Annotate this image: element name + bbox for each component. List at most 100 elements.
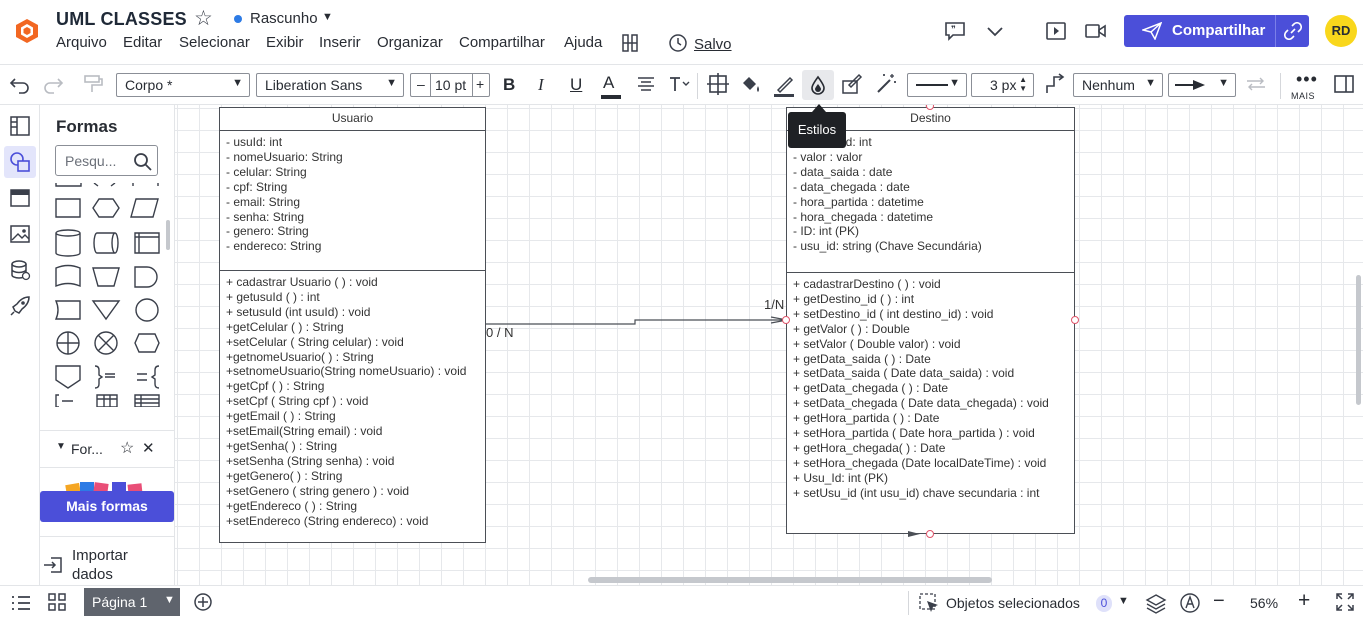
shape-library-grid[interactable]	[53, 183, 165, 407]
line-end-select[interactable]: ▼	[1168, 73, 1236, 97]
menu-compartilhar[interactable]: Compartilhar	[459, 34, 545, 51]
share-link-button[interactable]	[1275, 15, 1309, 47]
shapes-panel-button[interactable]	[4, 146, 36, 178]
fullscreen-icon[interactable]	[1335, 592, 1355, 612]
line-color-icon[interactable]	[771, 71, 797, 97]
favorite-star-icon[interactable]: ☆	[120, 440, 135, 457]
more-label[interactable]: MAIS	[1291, 91, 1316, 101]
app-logo-icon[interactable]	[14, 18, 40, 44]
line-width-select[interactable]: 3 px ▲▼	[971, 73, 1034, 97]
templates-icon[interactable]	[9, 187, 31, 209]
method-line: +getCpf ( ) : String	[226, 379, 325, 394]
image-icon[interactable]	[9, 223, 31, 245]
shape-effects-icon[interactable]	[839, 71, 865, 97]
add-page-icon[interactable]	[193, 592, 213, 612]
attribute-line: - usu_id: string (Chave Secundária)	[793, 239, 982, 254]
user-avatar[interactable]: RD	[1325, 15, 1357, 47]
attribute-line: - usuId: int	[226, 135, 283, 149]
line-style-select[interactable]: ▼	[907, 73, 967, 97]
zoom-out-button[interactable]: −	[1213, 590, 1225, 612]
pages-panel-icon[interactable]	[9, 115, 31, 137]
underline-button[interactable]: U	[570, 75, 583, 94]
more-shapes-button[interactable]: Mais formas	[40, 491, 174, 522]
fill-color-icon[interactable]	[737, 71, 763, 97]
status-label[interactable]: Rascunho	[250, 10, 318, 27]
text-options-icon[interactable]	[666, 71, 692, 97]
layers-icon[interactable]	[1145, 592, 1167, 614]
connector-style-icon[interactable]	[1042, 71, 1068, 97]
vertical-scrollbar[interactable]	[1356, 275, 1361, 405]
document-title[interactable]: UML CLASSES	[56, 9, 187, 29]
data-icon[interactable]	[9, 259, 31, 281]
import-icon[interactable]	[42, 555, 64, 575]
relationship-label-right[interactable]: 1/N	[764, 297, 785, 312]
uml-class-usuario[interactable]: Usuario - usuId: int - nomeUsuario: Stri…	[219, 107, 486, 543]
grid-view-icon[interactable]	[47, 592, 67, 612]
search-icon[interactable]	[133, 152, 153, 172]
style-select[interactable]: Corpo * ▼	[116, 73, 250, 97]
chevron-down-icon[interactable]	[985, 24, 1005, 38]
accessibility-icon[interactable]	[1179, 592, 1201, 614]
menu-ajuda[interactable]: Ajuda	[564, 34, 603, 51]
comment-icon[interactable]: ❞	[944, 21, 966, 41]
caret-down-icon[interactable]: ▼	[164, 594, 175, 606]
share-label: Compartilhar	[1172, 22, 1266, 39]
caret-down-icon: ▼	[949, 77, 960, 89]
bottom-divider	[908, 591, 909, 615]
table-icon[interactable]	[705, 71, 731, 97]
magic-wand-icon[interactable]	[873, 71, 899, 97]
font-size-value[interactable]: 10 pt	[435, 77, 467, 93]
collapse-caret-icon[interactable]: ▼	[56, 441, 66, 452]
line-start-select[interactable]: Nenhum ▼	[1073, 73, 1163, 97]
menu-inserir[interactable]: Inserir	[319, 34, 361, 51]
relationship-label-left[interactable]: 0 / N	[486, 325, 514, 340]
menu-exibir[interactable]: Exibir	[266, 34, 304, 51]
text-color-button[interactable]: A	[603, 73, 615, 92]
horizontal-scrollbar[interactable]	[588, 577, 992, 583]
labs-icon[interactable]	[620, 33, 640, 53]
undo-icon[interactable]	[7, 71, 33, 97]
menu-editar[interactable]: Editar	[123, 34, 163, 51]
import-data-button[interactable]: Importar dados	[72, 547, 128, 583]
selection-cursor-icon	[919, 593, 938, 612]
methods-section: + cadastrar Usuario ( ) : void + getusuI…	[220, 271, 485, 532]
uml-class-destino[interactable]: Destino id: int - valor : valor - data_s…	[786, 107, 1075, 534]
present-icon[interactable]	[1046, 22, 1066, 40]
swap-arrows-icon[interactable]	[1243, 71, 1269, 97]
rocket-icon[interactable]	[9, 295, 31, 317]
zoom-level[interactable]: 56%	[1250, 595, 1279, 611]
styles-button[interactable]	[802, 70, 834, 100]
font-size-decrease[interactable]: –	[417, 76, 425, 92]
more-dots-icon[interactable]: •••	[1296, 69, 1318, 89]
favorite-star-icon[interactable]: ☆	[194, 7, 213, 30]
selected-objects-label[interactable]: Objetos selecionados	[946, 595, 1080, 611]
diagram-canvas[interactable]: Usuario - usuId: int - nomeUsuario: Stri…	[175, 105, 1363, 585]
saved-status[interactable]: Salvo	[694, 36, 732, 53]
favorites-section-label[interactable]: For...	[71, 441, 103, 457]
bold-button[interactable]: B	[503, 75, 516, 94]
menu-arquivo[interactable]: Arquivo	[56, 34, 107, 51]
zoom-in-button[interactable]: +	[1298, 589, 1311, 612]
panel-toggle-icon[interactable]	[1331, 71, 1357, 97]
redo-icon[interactable]	[40, 71, 66, 97]
font-size-increase[interactable]: +	[476, 76, 485, 92]
font-size-stepper[interactable]: – 10 pt +	[410, 73, 490, 97]
share-button[interactable]: Compartilhar	[1124, 15, 1309, 47]
panel-divider	[40, 430, 174, 431]
menu-selecionar[interactable]: Selecionar	[179, 34, 250, 51]
align-center-icon[interactable]	[633, 71, 659, 97]
video-icon[interactable]	[1085, 23, 1107, 39]
caret-down-icon[interactable]: ▼	[1118, 595, 1129, 607]
method-line: + setHora_chegada (Date localDateTime) :…	[793, 455, 1047, 470]
close-icon[interactable]: ✕	[142, 440, 155, 457]
panel-scrollbar[interactable]	[166, 220, 170, 250]
status-caret-icon[interactable]: ▼	[322, 11, 333, 23]
attributes-section: id: int - valor : valor - data_saida : d…	[787, 131, 1074, 273]
format-painter-icon[interactable]	[80, 71, 106, 97]
list-view-icon[interactable]	[10, 593, 32, 613]
shape-search-input[interactable]: Pesqu...	[55, 145, 158, 176]
italic-button[interactable]: I	[538, 75, 544, 94]
font-select[interactable]: Liberation Sans ▼	[256, 73, 404, 97]
menu-organizar[interactable]: Organizar	[377, 34, 443, 51]
page-tab-1[interactable]: Página 1 ▼	[84, 588, 180, 616]
